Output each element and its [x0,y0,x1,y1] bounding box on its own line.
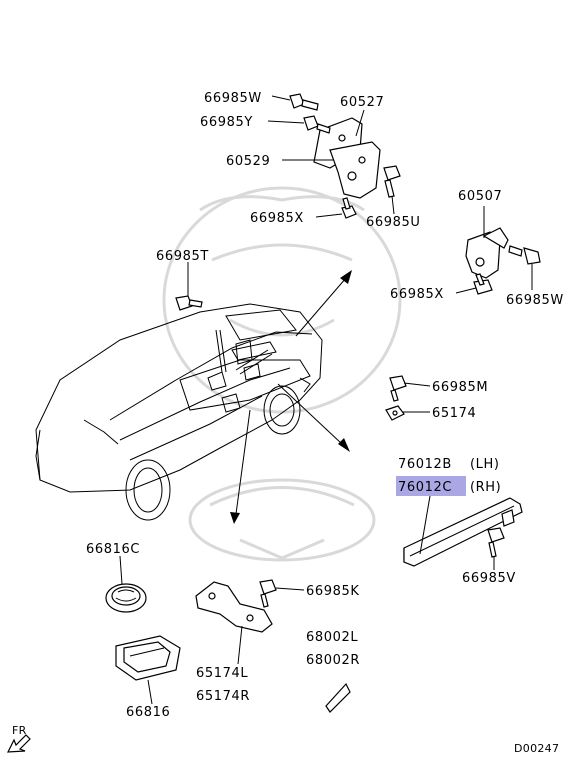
arrow-to-rail [277,383,350,452]
hinge-assembly-right[interactable] [465,227,541,295]
callout-labels: 66985W 60527 66985Y 60529 66985X 66985U … [86,91,564,720]
gas-strut-installed [215,329,273,375]
hinge-assembly-upper[interactable] [289,93,401,219]
callout-66816C[interactable]: 66816C [86,542,140,557]
bolt-66985M[interactable] [389,375,407,402]
clip-65174[interactable] [385,405,405,421]
rail-76012[interactable] [403,497,523,567]
callout-66985U[interactable]: 66985U [366,215,420,230]
diagram-code: D00247 [514,742,559,755]
highlight-76012C [396,476,466,496]
callout-66985M[interactable]: 66985M [432,380,488,395]
orientation-indicator: FR [6,724,31,753]
callout-76012C[interactable]: 76012C [398,480,452,495]
orientation-label: FR [12,724,27,737]
callout-68002R[interactable]: 68002R [306,653,360,668]
callout-66985X-right[interactable]: 66985X [390,287,444,302]
bolt-66985V[interactable] [487,527,505,558]
callout-60529[interactable]: 60529 [226,154,270,169]
seal-68002[interactable] [325,682,351,713]
callout-66985W-top[interactable]: 66985W [204,91,262,106]
callout-66985X-top[interactable]: 66985X [250,211,304,226]
bolt-66985T[interactable] [175,295,203,311]
callout-65174R[interactable]: 65174R [196,689,250,704]
callout-66985T[interactable]: 66985T [156,249,209,264]
callout-65174[interactable]: 65174 [432,406,476,421]
leader-lines [119,95,533,705]
callout-60527[interactable]: 60527 [340,95,384,110]
callout-76012B[interactable]: 76012B [398,457,452,472]
callout-76012B-side: (LH) [470,457,500,472]
grommet-66816C[interactable] [105,583,147,613]
arrow-to-right-hinge [295,270,352,337]
callout-76012C-side: (RH) [470,480,501,495]
cover-66816[interactable] [115,635,181,681]
callout-60507[interactable]: 60507 [458,189,502,204]
callout-68002L[interactable]: 68002L [306,630,358,645]
callout-66816[interactable]: 66816 [126,705,170,720]
callout-66985W-right[interactable]: 66985W [506,293,564,308]
callout-65174L[interactable]: 65174L [196,666,248,681]
arrow-to-bracket [230,409,251,524]
callout-66985K[interactable]: 66985K [306,584,359,599]
bracket-65174[interactable] [195,579,277,633]
callout-66985V[interactable]: 66985V [462,571,516,586]
front-arrow-icon [6,734,31,753]
callout-66985Y[interactable]: 66985Y [200,115,253,130]
